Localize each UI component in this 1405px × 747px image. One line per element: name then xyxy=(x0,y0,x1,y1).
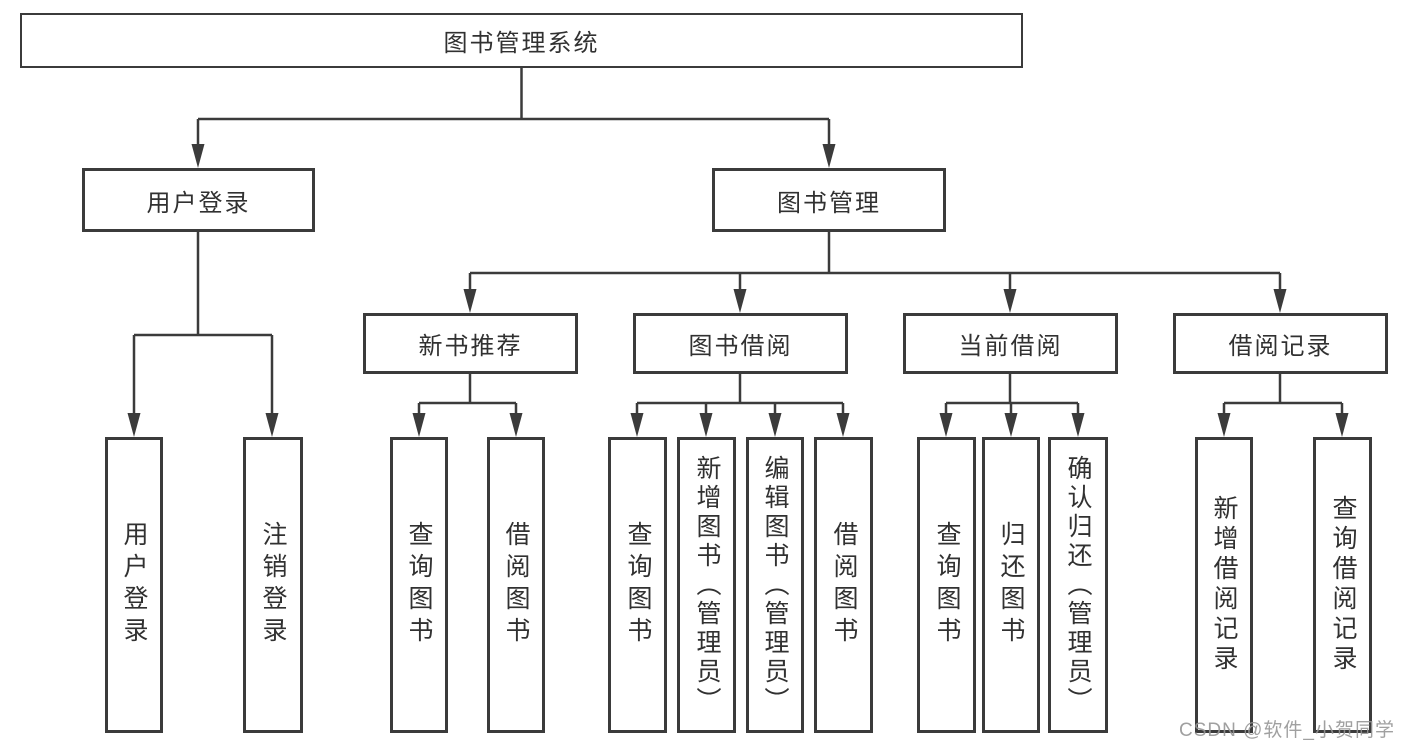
node-borrowing-records: 借阅记录 xyxy=(1173,313,1388,374)
leaf-user-login: 用户登录 xyxy=(105,437,163,733)
leaf-add-borrow-record: 新增借阅记录 xyxy=(1195,437,1253,733)
leaf-query-borrow-record: 查询借阅记录 xyxy=(1313,437,1372,733)
node-current-borrowing: 当前借阅 xyxy=(903,313,1118,374)
leaf-return-book: 归还图书 xyxy=(982,437,1040,733)
node-new-book-recommend: 新书推荐 xyxy=(363,313,578,374)
watermark: CSDN @软件_小贺同学 xyxy=(1179,720,1395,741)
leaf-query-book-current: 查询图书 xyxy=(917,437,976,733)
node-book-management: 图书管理 xyxy=(712,168,946,232)
leaf-query-book-borrowing: 查询图书 xyxy=(608,437,667,733)
leaf-borrow-book-recommend: 借阅图书 xyxy=(487,437,545,733)
node-root: 图书管理系统 xyxy=(20,13,1023,68)
leaf-borrow-book-borrowing: 借阅图书 xyxy=(814,437,873,733)
leaf-add-book-admin: 新增图书（管理员） xyxy=(677,437,736,733)
leaf-edit-book-admin: 编辑图书（管理员） xyxy=(746,437,804,733)
node-user-login: 用户登录 xyxy=(82,168,315,232)
leaf-query-book-recommend: 查询图书 xyxy=(390,437,448,733)
leaf-logout: 注销登录 xyxy=(243,437,303,733)
node-book-borrowing: 图书借阅 xyxy=(633,313,848,374)
leaf-confirm-return-admin: 确认归还（管理员） xyxy=(1048,437,1108,733)
